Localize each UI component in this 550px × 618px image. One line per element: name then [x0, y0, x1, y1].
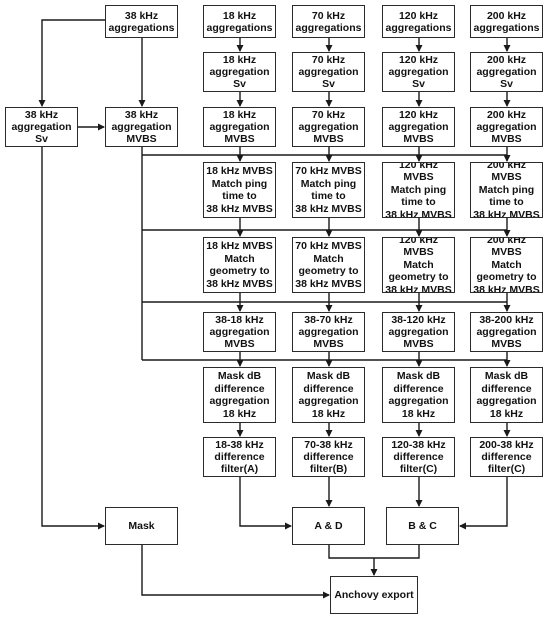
node-18khz-aggregations: 18 kHz aggregations: [203, 5, 276, 38]
connector-sv38-to-mask: [41, 147, 105, 530]
node-18khz-aggregation-sv: 18 kHz aggregation Sv: [203, 52, 276, 92]
node-38-120khz-aggregation-mvbs: 38-120 kHz aggregation MVBS: [382, 312, 455, 352]
node-a-and-d: A & D: [292, 507, 365, 545]
node-38-200khz-aggregation-mvbs: 38-200 kHz aggregation MVBS: [470, 312, 543, 352]
node-18-38khz-difference-filter-a: 18-38 kHz difference filter(A): [203, 437, 276, 477]
node-mask-db-difference-120: Mask dB difference aggregation 18 kHz: [382, 367, 455, 423]
connector-filterA-to-ad: [239, 477, 292, 530]
connector-filter200-to-bc: [459, 477, 508, 530]
node-38-70khz-aggregation-mvbs: 38-70 kHz aggregation MVBS: [292, 312, 365, 352]
node-mask: Mask: [105, 507, 178, 545]
node-38-18khz-aggregation-mvbs: 38-18 kHz aggregation MVBS: [203, 312, 276, 352]
node-200khz-aggregation-mvbs: 200 kHz aggregation MVBS: [470, 107, 543, 147]
node-18khz-match-geometry: 18 kHz MVBS Match geometry to 38 kHz MVB…: [203, 237, 276, 293]
connector-merge-ad-bc: [328, 545, 420, 559]
node-120khz-match-geometry: 120 kHz MVBS Match geometry to 38 kHz MV…: [382, 237, 455, 293]
node-200-38khz-difference-filter-c: 200-38 kHz difference filter(C): [470, 437, 543, 477]
node-200khz-aggregation-sv: 200 kHz aggregation Sv: [470, 52, 543, 92]
node-120khz-match-ping-time: 120 kHz MVBS Match ping time to 38 kHz M…: [382, 162, 455, 218]
node-120khz-aggregation-mvbs: 120 kHz aggregation MVBS: [382, 107, 455, 147]
node-70-38khz-difference-filter-b: 70-38 kHz difference filter(B): [292, 437, 365, 477]
node-b-and-c: B & C: [386, 507, 459, 545]
node-mask-db-difference-200: Mask dB difference aggregation 18 kHz: [470, 367, 543, 423]
node-38khz-aggregation-sv: 38 kHz aggregation Sv: [5, 107, 78, 147]
node-70khz-aggregation-sv: 70 kHz aggregation Sv: [292, 52, 365, 92]
node-anchovy-export: Anchovy export: [330, 576, 418, 614]
node-120-38khz-difference-filter-c: 120-38 kHz difference filter(C): [382, 437, 455, 477]
connector-mask-to-export: [141, 545, 330, 599]
node-70khz-aggregation-mvbs: 70 kHz aggregation MVBS: [292, 107, 365, 147]
node-mask-db-difference-70: Mask dB difference aggregation 18 kHz: [292, 367, 365, 423]
node-38khz-aggregation-mvbs: 38 kHz aggregation MVBS: [105, 107, 178, 147]
node-18khz-match-ping-time: 18 kHz MVBS Match ping time to 38 kHz MV…: [203, 162, 276, 218]
node-70khz-aggregations: 70 kHz aggregations: [292, 5, 365, 38]
node-mask-db-difference-18: Mask dB difference aggregation 18 kHz: [203, 367, 276, 423]
node-120khz-aggregations: 120 kHz aggregations: [382, 5, 455, 38]
node-200khz-match-geometry: 200 kHz MVBS Match geometry to 38 kHz MV…: [470, 237, 543, 293]
node-18khz-aggregation-mvbs: 18 kHz aggregation MVBS: [203, 107, 276, 147]
connector-agg38-to-sv38: [38, 19, 105, 107]
node-38khz-aggregations: 38 kHz aggregations: [105, 5, 178, 38]
node-200khz-aggregations: 200 kHz aggregations: [470, 5, 543, 38]
node-200khz-match-ping-time: 200 kHz MVBS Match ping time to 38 kHz M…: [470, 162, 543, 218]
node-70khz-match-geometry: 70 kHz MVBS Match geometry to 38 kHz MVB…: [292, 237, 365, 293]
node-70khz-match-ping-time: 70 kHz MVBS Match ping time to 38 kHz MV…: [292, 162, 365, 218]
node-120khz-aggregation-sv: 120 kHz aggregation Sv: [382, 52, 455, 92]
